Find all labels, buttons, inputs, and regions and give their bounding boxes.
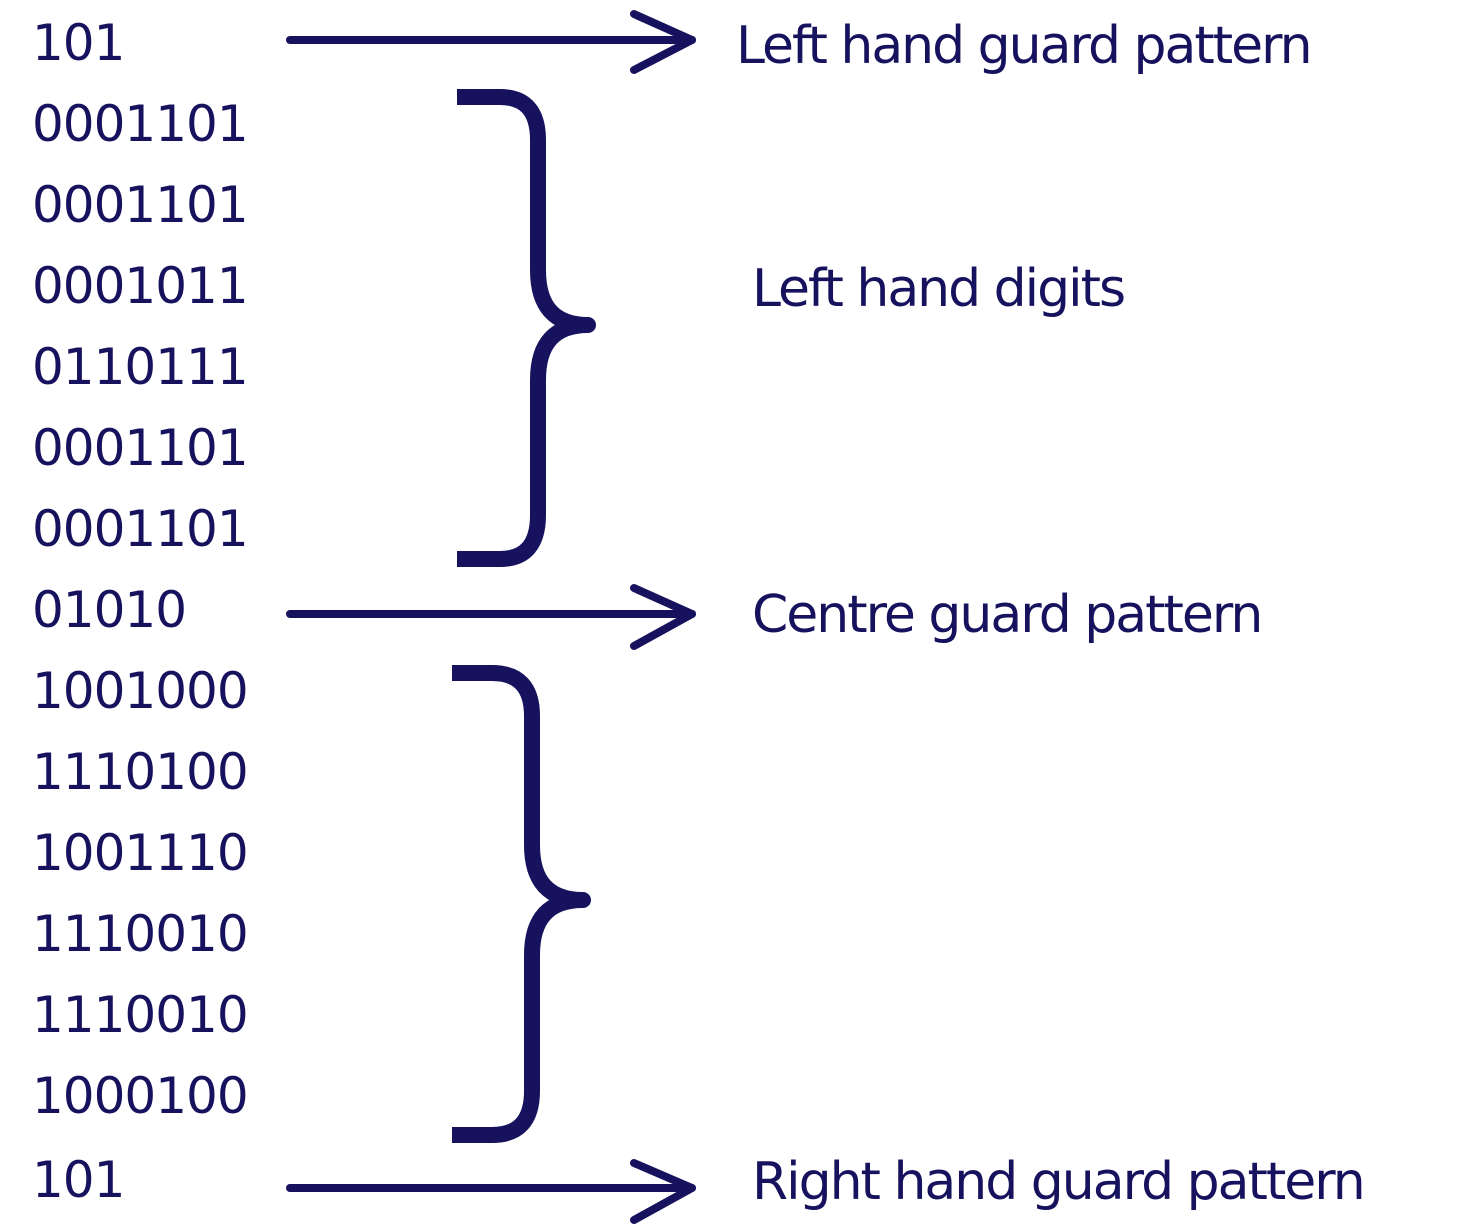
code-row-left-digit-2: 0001101 bbox=[32, 176, 248, 234]
left-guard-arrow-head bbox=[630, 10, 696, 74]
left-guard-label: Left hand guard pattern bbox=[736, 16, 1311, 76]
binary-code-column: 101 0001101 0001101 0001011 0110111 0001… bbox=[32, 14, 249, 1209]
centre-guard-arrow-head bbox=[630, 584, 696, 650]
code-row-left-digit-6: 0001101 bbox=[32, 500, 248, 558]
code-row-right-digit-3: 1001110 bbox=[32, 824, 248, 882]
code-row-right-guard: 101 bbox=[32, 1151, 124, 1209]
code-row-right-digit-1: 1001000 bbox=[32, 662, 248, 720]
right-digits-brace bbox=[452, 665, 591, 1143]
code-row-left-digit-1: 0001101 bbox=[32, 95, 248, 153]
code-row-right-digit-4: 1110010 bbox=[32, 905, 248, 963]
code-row-left-digit-5: 0001101 bbox=[32, 419, 248, 477]
centre-guard-label: Centre guard pattern bbox=[752, 585, 1261, 645]
code-row-right-digit-6: 1000100 bbox=[32, 1067, 248, 1125]
code-row-right-digit-2: 1110100 bbox=[32, 743, 248, 801]
right-guard-label: Right hand guard pattern bbox=[752, 1152, 1364, 1212]
code-row-centre-guard: 01010 bbox=[32, 581, 186, 639]
right-guard-arrow-head bbox=[630, 1159, 696, 1224]
code-row-right-digit-5: 1110010 bbox=[32, 986, 248, 1044]
code-row-left-guard: 101 bbox=[32, 14, 124, 72]
left-digits-label: Left hand digits bbox=[752, 259, 1124, 319]
right-guard-arrow bbox=[286, 1159, 696, 1224]
centre-guard-arrow bbox=[286, 584, 696, 650]
left-guard-arrow bbox=[286, 10, 696, 74]
left-digits-brace bbox=[457, 89, 596, 567]
code-row-left-digit-3: 0001011 bbox=[32, 257, 248, 315]
code-row-left-digit-4: 0110111 bbox=[32, 338, 248, 396]
